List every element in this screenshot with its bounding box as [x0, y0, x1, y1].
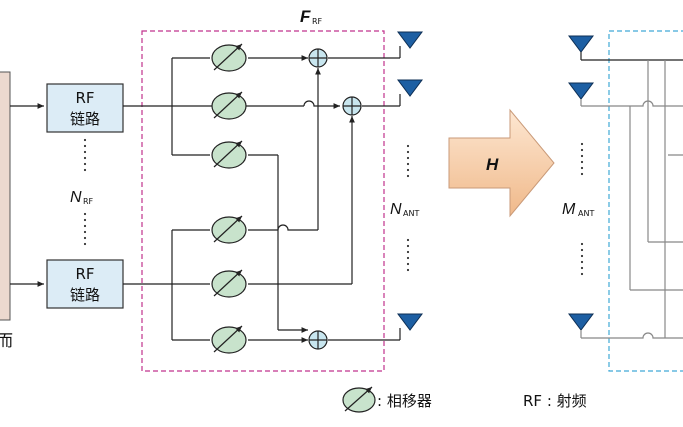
- tx-antenna-dots: [406, 144, 410, 272]
- n-ant-label: N ANT: [390, 201, 419, 218]
- m-ant-label: M ANT: [562, 201, 594, 218]
- rx-antenna-icon: [568, 35, 594, 53]
- receiver-combiner-box: [608, 30, 683, 372]
- phase-shifter: [211, 325, 247, 354]
- svg-text:M: M: [562, 201, 576, 218]
- tx-antennas: [397, 31, 423, 331]
- rf-chain-top-label: RF: [75, 89, 94, 107]
- phase-shifter: [211, 43, 247, 72]
- f-rf-title: F RF: [300, 7, 323, 26]
- rx-antenna-dots: [580, 142, 584, 276]
- legend-rf-label: RF : 射频: [523, 392, 587, 410]
- phase-shifter: [211, 140, 247, 169]
- legend-phase-shifter-label: : 相移器: [377, 392, 432, 410]
- combiner: [342, 96, 362, 116]
- rf-chain-bottom: RF 链路: [46, 259, 124, 309]
- legend: : 相移器 RF : 射频: [342, 386, 587, 413]
- tx-antenna-icon: [397, 313, 423, 331]
- combiner: [308, 48, 328, 68]
- rx-antenna-icon: [568, 82, 594, 100]
- svg-text:N: N: [390, 201, 402, 218]
- rf-chain-dots: [83, 138, 87, 246]
- combiners: [308, 48, 362, 350]
- rf-chain-bottom-label: RF: [75, 265, 94, 283]
- legend-phase-shifter-icon: [342, 386, 376, 413]
- combiner: [308, 330, 328, 350]
- svg-text:ANT: ANT: [403, 209, 419, 218]
- n-rf-label: N RF: [70, 189, 94, 206]
- phase-shifters: [211, 43, 247, 354]
- svg-text:RF: RF: [312, 17, 323, 26]
- baseband-partial-text: 而: [0, 331, 13, 350]
- phase-shifter: [211, 91, 247, 120]
- channel-arrow: H: [448, 108, 555, 218]
- baseband-block: [0, 71, 11, 321]
- analog-precoder-box: [141, 30, 385, 372]
- precoder-wiring: [123, 46, 401, 343]
- rf-chain-bottom-label-2: 链路: [70, 286, 100, 304]
- svg-text:N: N: [70, 189, 82, 206]
- svg-text:RF: RF: [83, 197, 94, 206]
- tx-antenna-icon: [397, 79, 423, 97]
- phase-shifter: [211, 269, 247, 298]
- rx-antenna-icon: [568, 313, 594, 331]
- rf-chain-top-label-2: 链路: [70, 110, 100, 128]
- channel-label: H: [486, 155, 499, 174]
- rx-antennas: [568, 35, 594, 331]
- tx-antenna-icon: [397, 31, 423, 49]
- svg-text:ANT: ANT: [578, 209, 594, 218]
- receiver-wiring: [580, 52, 683, 339]
- rf-chain-top: RF 链路: [46, 83, 124, 133]
- svg-text:F: F: [300, 7, 311, 26]
- phase-shifter: [211, 215, 247, 244]
